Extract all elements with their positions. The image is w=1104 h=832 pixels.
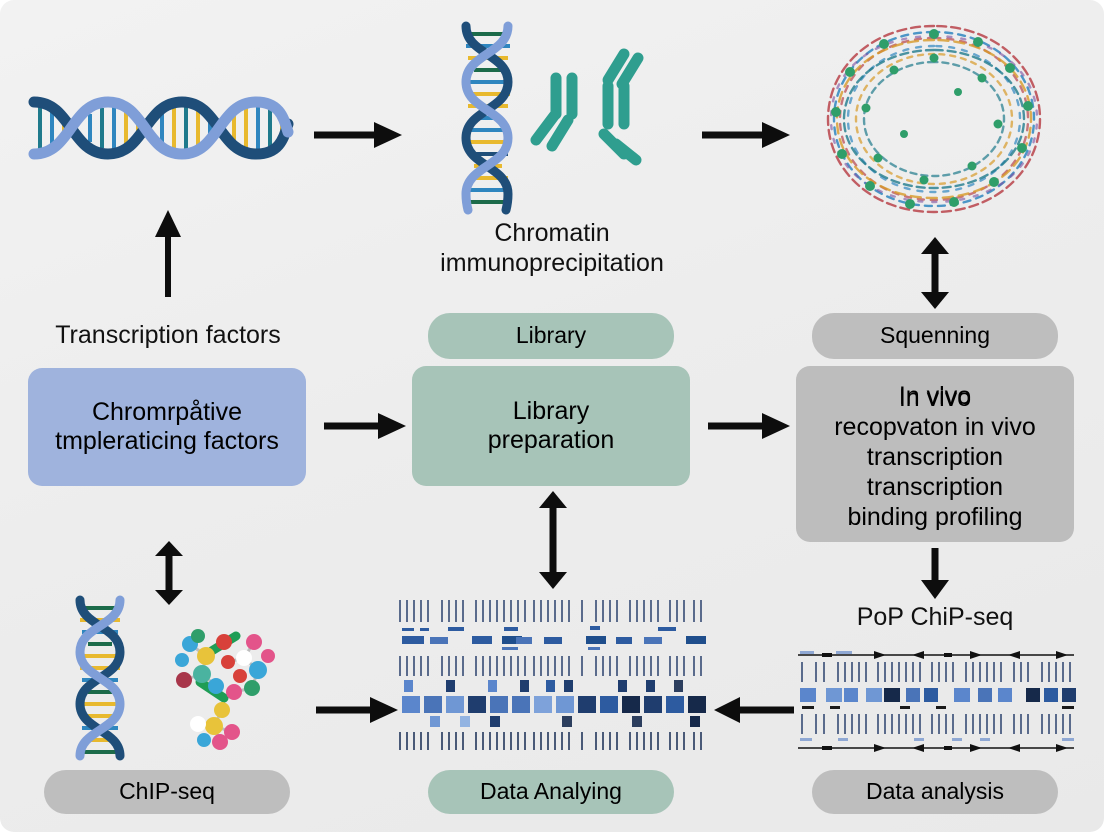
- chipseq-pill[interactable]: ChIP-seq: [44, 770, 290, 814]
- nucleosome-circular-structure: [812, 16, 1056, 222]
- library-pill[interactable]: Library: [428, 313, 674, 359]
- in-vivo-line-4: binding profiling: [847, 502, 1023, 531]
- arrow-down-invivo-to-popchip: [918, 548, 952, 600]
- dna-double-helix-vertical-chip: [452, 21, 522, 215]
- chromatin-templating-factors-label: Chromrpåtive tmpleraticing factors: [55, 397, 279, 456]
- arrow-right-dna-to-chip: [312, 118, 404, 152]
- arrow-right-chip-to-nucleosome: [700, 118, 792, 152]
- dna-double-helix-vertical-bottom: [68, 595, 132, 761]
- arrow-up-tf-to-dna: [152, 207, 184, 299]
- in-vivo-line-2: transcription: [866, 443, 1004, 472]
- arrow-up-down-nucleosome-sequencing: [918, 236, 952, 310]
- arrow-up-down-factors-chipseq: [152, 540, 186, 606]
- data-analying-pill-label: Data Analying: [480, 778, 622, 805]
- arrow-right-library-to-invivo: [706, 410, 792, 442]
- arrow-right-factors-to-library: [322, 410, 408, 442]
- in-vivo-overlay-line: In vivo: [898, 381, 972, 410]
- ball-and-stick-molecules: [158, 612, 278, 752]
- library-preparation-label: Library preparation: [487, 396, 615, 455]
- in-vivo-profiling-text-stack: In vivo recopvaton in vivo transcription…: [796, 381, 1074, 533]
- in-vivo-line-3: transcription: [866, 472, 1004, 501]
- sequencing-pill-label: Squenning: [880, 322, 990, 349]
- transcription-factors-caption: Transcription factors: [55, 321, 281, 349]
- sequencing-track-heatmap-center: [394, 598, 710, 754]
- arrow-up-down-library-analysis: [536, 490, 570, 590]
- data-analysis-pill[interactable]: Data analysis: [812, 770, 1058, 814]
- chromatin-templating-factors-box[interactable]: Chromrpåtive tmpleraticing factors: [28, 368, 306, 486]
- dna-double-helix-horizontal: [26, 78, 296, 178]
- chipseq-pill-label: ChIP-seq: [119, 778, 215, 805]
- data-analysis-pill-label: Data analysis: [865, 778, 1005, 805]
- chromatin-immunoprecipitation-caption: Chromatin immunoprecipitation: [440, 219, 664, 277]
- in-vivo-line-0: In vivo: [898, 383, 972, 412]
- in-vivo-profiling-box[interactable]: In vivo recopvaton in vivo transcription…: [796, 366, 1074, 542]
- sequencing-track-heatmap-right: [794, 648, 1078, 754]
- in-vivo-line-1: recopvaton in vivo: [834, 413, 1036, 442]
- arrow-left-analysis-to-analying: [714, 694, 796, 726]
- arrow-right-chipseq-to-analysis: [314, 694, 400, 726]
- library-pill-label: Library: [515, 322, 587, 349]
- pop-chipseq-caption: PoP ChiP-seq: [856, 603, 1014, 631]
- library-preparation-box[interactable]: Library preparation: [412, 366, 690, 486]
- data-analying-pill[interactable]: Data Analying: [428, 770, 674, 814]
- sequencing-pill[interactable]: Squenning: [812, 313, 1058, 359]
- antibody-molecules: [530, 48, 668, 188]
